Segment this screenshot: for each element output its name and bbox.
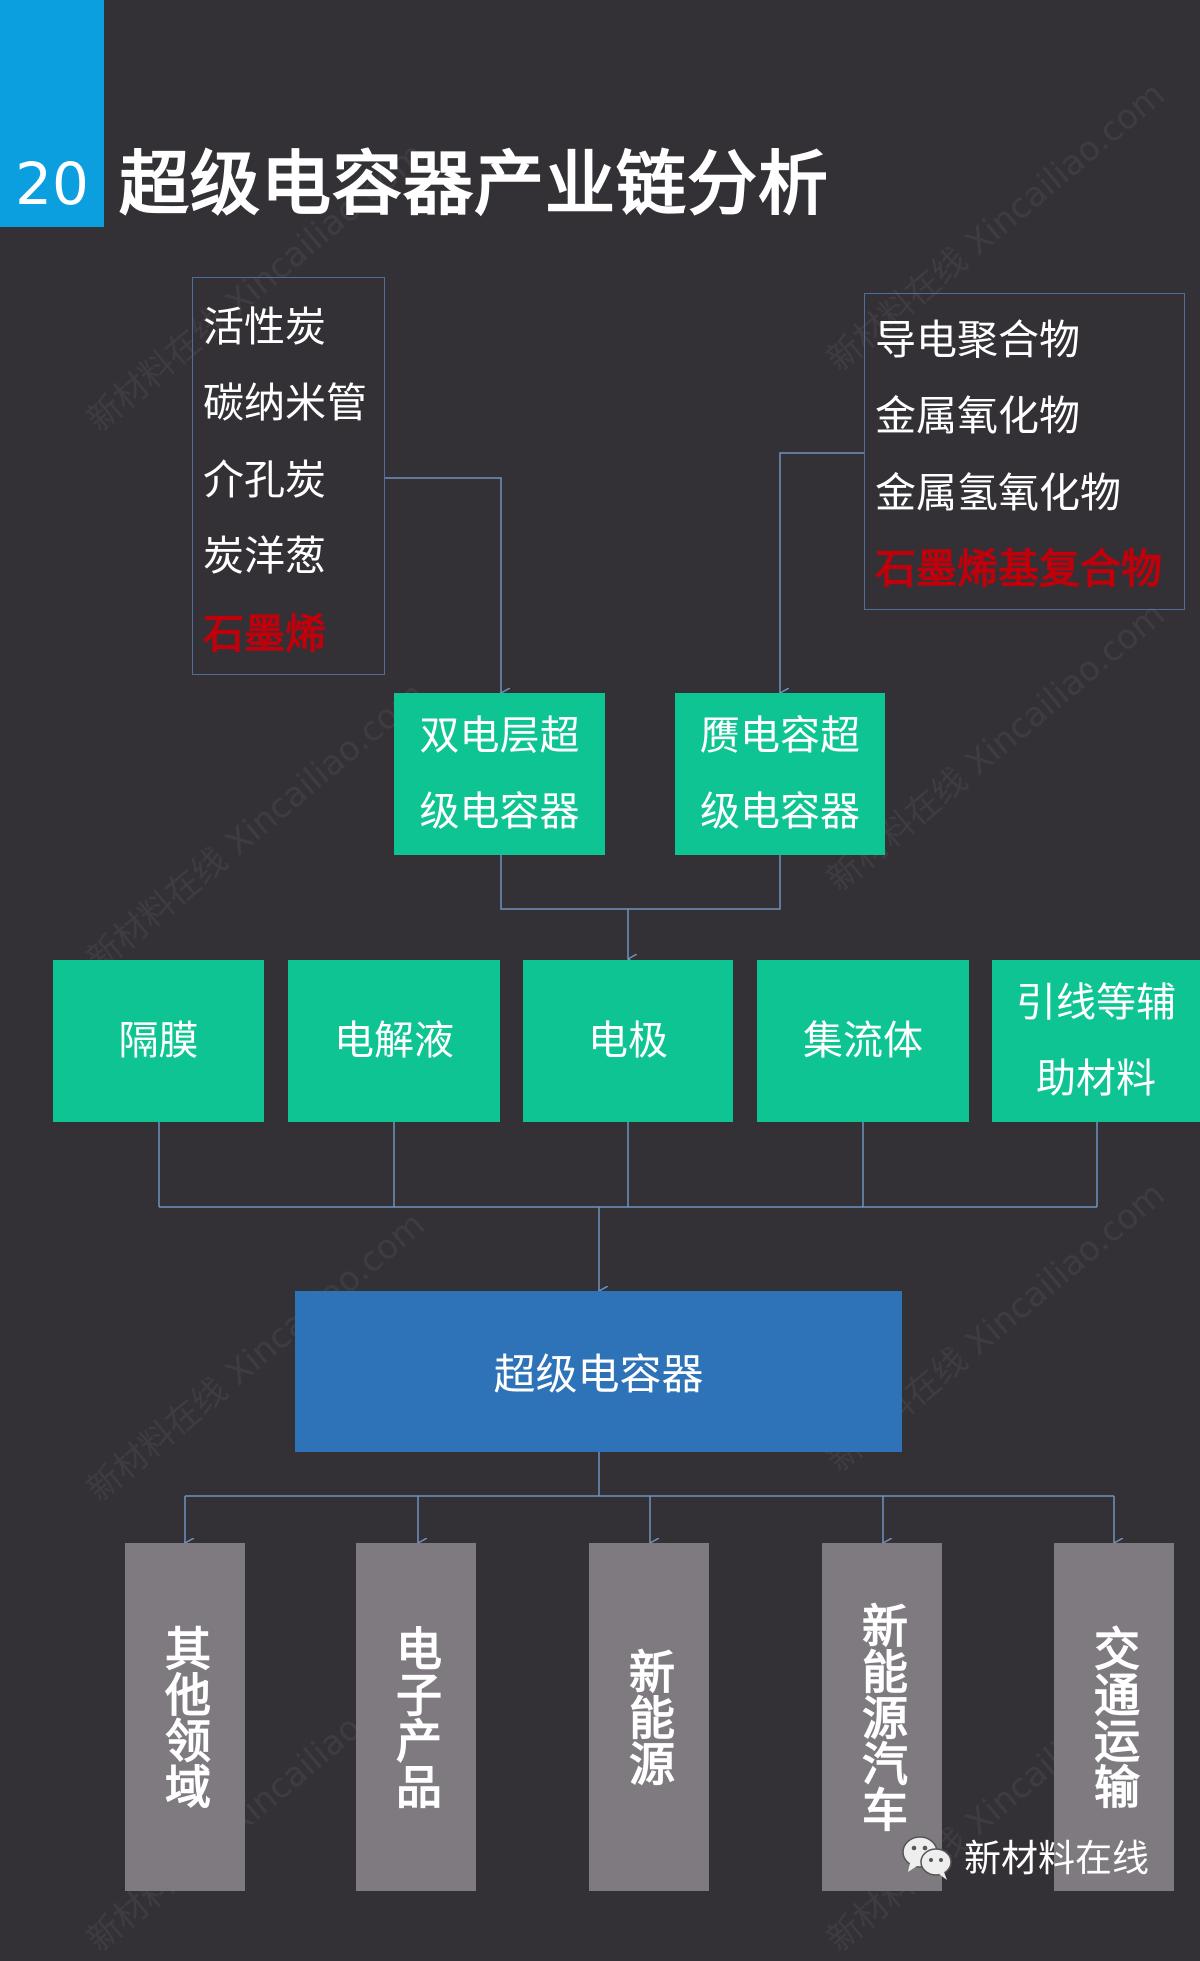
material-item: 介孔炭 <box>203 456 326 504</box>
application-label: 电子产品 <box>389 1625 443 1809</box>
slide-number-badge: 20 <box>0 0 104 227</box>
application-label: 新能源 <box>622 1648 676 1786</box>
application-label: 其他领域 <box>158 1625 212 1809</box>
application-new-energy: 新能源 <box>589 1543 709 1891</box>
slide-number: 20 <box>15 150 89 218</box>
application-other: 其他领域 <box>125 1543 245 1891</box>
application-label: 新能源汽车 <box>855 1602 909 1832</box>
product-supercapacitor: 超级电容器 <box>295 1291 902 1452</box>
material-item: 碳纳米管 <box>203 379 367 427</box>
material-item: 金属氧化物 <box>875 392 1080 440</box>
footer-brand: 新材料在线 <box>964 1837 1149 1880</box>
component-separator: 隔膜 <box>53 960 264 1122</box>
type-edlc: 双电层超级电容器 <box>394 693 605 855</box>
application-electronics: 电子产品 <box>356 1543 476 1891</box>
material-item: 炭洋葱 <box>203 532 326 580</box>
material-item-highlight: 石墨烯基复合物 <box>875 545 1162 593</box>
edlc-materials-list: 活性炭 碳纳米管 介孔炭 炭洋葱 石墨烯 <box>192 277 385 675</box>
component-electrolyte: 电解液 <box>288 960 500 1122</box>
component-electrode: 电极 <box>523 960 733 1122</box>
component-auxiliary-materials: 引线等辅助材料 <box>992 960 1200 1122</box>
material-item-highlight: 石墨烯 <box>203 610 326 658</box>
material-item: 活性炭 <box>203 303 326 351</box>
connector-pseudo <box>780 452 864 693</box>
application-label: 交通运输 <box>1087 1625 1141 1809</box>
type-pseudocapacitor: 赝电容超级电容器 <box>675 693 885 855</box>
connector-types <box>500 855 781 910</box>
material-item: 金属氢氧化物 <box>875 469 1121 517</box>
wechat-icon <box>902 1836 952 1880</box>
page-title: 超级电容器产业链分析 <box>119 143 829 225</box>
application-nev: 新能源汽车 <box>822 1543 942 1891</box>
connector-edlc <box>385 477 501 693</box>
component-current-collector: 集流体 <box>757 960 969 1122</box>
pseudo-materials-list: 导电聚合物 金属氧化物 金属氢氧化物 石墨烯基复合物 <box>864 293 1185 610</box>
application-transportation: 交通运输 <box>1054 1543 1174 1891</box>
material-item: 导电聚合物 <box>875 316 1080 364</box>
connector-lines <box>158 452 1200 1920</box>
